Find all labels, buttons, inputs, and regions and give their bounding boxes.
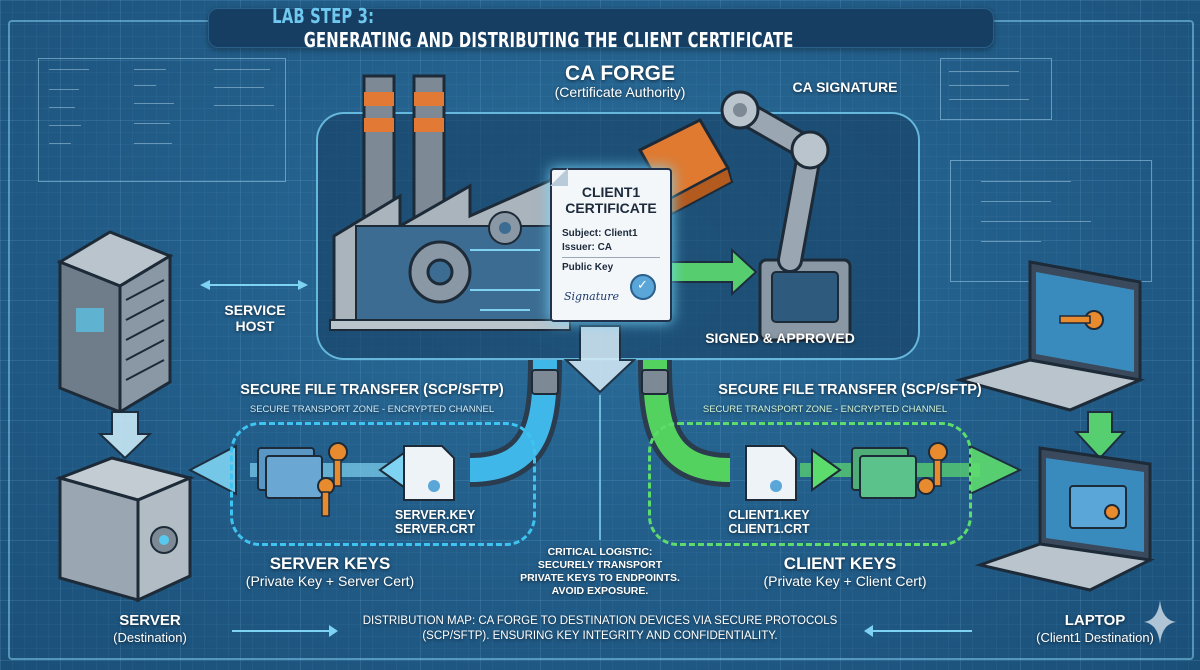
certificate-subject: Subject: Client1 bbox=[562, 228, 638, 239]
laptop-destination-title: LAPTOP bbox=[1064, 612, 1126, 629]
certificate-public-key: Public Key bbox=[562, 262, 614, 273]
sparkle-icon bbox=[1144, 600, 1176, 644]
safe-icon bbox=[55, 456, 195, 603]
smokestack-icon bbox=[362, 74, 446, 228]
signed-approved-label: SIGNED & APPROVED bbox=[705, 330, 855, 346]
gear-icon bbox=[408, 211, 522, 304]
client-folder-icon bbox=[851, 447, 917, 499]
lock-icon bbox=[531, 369, 669, 395]
server-destination-subtitle: (Destination) bbox=[113, 630, 187, 645]
key-icon bbox=[317, 442, 348, 517]
client-keys-subtitle: (Private Key + Client Cert) bbox=[763, 573, 927, 589]
critical-line3: PRIVATE KEYS TO ENDPOINTS. bbox=[520, 572, 680, 584]
client-key-file: CLIENT1.KEY bbox=[728, 508, 810, 522]
client-document-icon bbox=[745, 445, 797, 501]
critical-logistic-note: CRITICAL LOGISTIC: SECURELY TRANSPORT PR… bbox=[510, 546, 690, 598]
client-transfer-title: SECURE FILE TRANSFER (SCP/SFTP) bbox=[718, 382, 982, 398]
distribution-arrow-right bbox=[864, 625, 972, 637]
robot-arm-icon bbox=[720, 90, 852, 342]
client-transport-zone bbox=[648, 422, 972, 546]
client-key-icon bbox=[917, 442, 948, 495]
blueprint-panel-right bbox=[940, 58, 1052, 120]
service-host-label: SERVICE HOST bbox=[210, 302, 300, 334]
service-host-line2: HOST bbox=[235, 318, 275, 334]
ca-forge-subtitle: (Certificate Authority) bbox=[554, 84, 686, 100]
seal-icon bbox=[630, 274, 656, 300]
server-transfer-title: SECURE FILE TRANSFER (SCP/SFTP) bbox=[240, 382, 504, 398]
server-destination-title: SERVER bbox=[119, 612, 181, 629]
server-rack-icon bbox=[56, 230, 174, 415]
critical-line1: CRITICAL LOGISTIC: bbox=[547, 546, 653, 558]
ca-signature-label: CA SIGNATURE bbox=[792, 79, 898, 95]
critical-line4: AVOID EXPOSURE. bbox=[551, 585, 649, 597]
blueprint-panel-left bbox=[38, 58, 286, 182]
server-transport-zone bbox=[230, 422, 536, 546]
certificate-signature: Signature bbox=[564, 290, 620, 303]
client-crt-file: CLIENT1.CRT bbox=[728, 522, 810, 536]
folder-icon bbox=[257, 447, 323, 499]
certificate-title-line2: CERTIFICATE bbox=[565, 200, 657, 216]
server-keys-title: SERVER KEYS bbox=[269, 554, 391, 573]
distribution-arrow-left bbox=[232, 625, 338, 637]
certificate-title-line1: CLIENT1 bbox=[581, 184, 641, 200]
client-keys-title: CLIENT KEYS bbox=[783, 554, 897, 573]
certificate-issuer: Issuer: CA bbox=[562, 242, 613, 253]
ca-forge-title: CA FORGE bbox=[564, 62, 676, 85]
laptop-destination-subtitle: (Client1 Destination) bbox=[1036, 630, 1154, 645]
destination-laptop-icon bbox=[974, 446, 1155, 592]
distribution-line1: DISTRIBUTION MAP: CA FORGE TO DESTINATIO… bbox=[362, 615, 838, 627]
server-crt-file: SERVER.CRT bbox=[394, 522, 476, 536]
server-files: SERVER.KEY SERVER.CRT bbox=[385, 508, 485, 536]
server-transport-zone-label: SECURE TRANSPORT ZONE - ENCRYPTED CHANNE… bbox=[249, 404, 495, 415]
document-icon bbox=[403, 445, 455, 501]
title-main: GENERATING AND DISTRIBUTING THE CLIENT C… bbox=[303, 28, 794, 52]
distribution-map-note: DISTRIBUTION MAP: CA FORGE TO DESTINATIO… bbox=[340, 614, 860, 644]
client-files: CLIENT1.KEY CLIENT1.CRT bbox=[714, 508, 824, 536]
server-keys-subtitle: (Private Key + Server Cert) bbox=[245, 573, 415, 589]
client1-certificate: CLIENT1 CERTIFICATE Subject: Client1 Iss… bbox=[550, 168, 672, 322]
server-key-file: SERVER.KEY bbox=[394, 508, 476, 522]
distribution-line2: (SCP/SFTP). ENSURING KEY INTEGRITY AND C… bbox=[422, 630, 778, 642]
title-bar: LAB STEP 3: GENERATING AND DISTRIBUTING … bbox=[208, 4, 994, 52]
title-prefix: LAB STEP 3: bbox=[272, 4, 375, 28]
client-transport-zone-label: SECURE TRANSPORT ZONE - ENCRYPTED CHANNE… bbox=[702, 404, 948, 415]
laptop-icon bbox=[954, 260, 1146, 412]
critical-line2: SECURELY TRANSPORT bbox=[537, 559, 663, 571]
service-host-line1: SERVICE bbox=[224, 302, 286, 318]
